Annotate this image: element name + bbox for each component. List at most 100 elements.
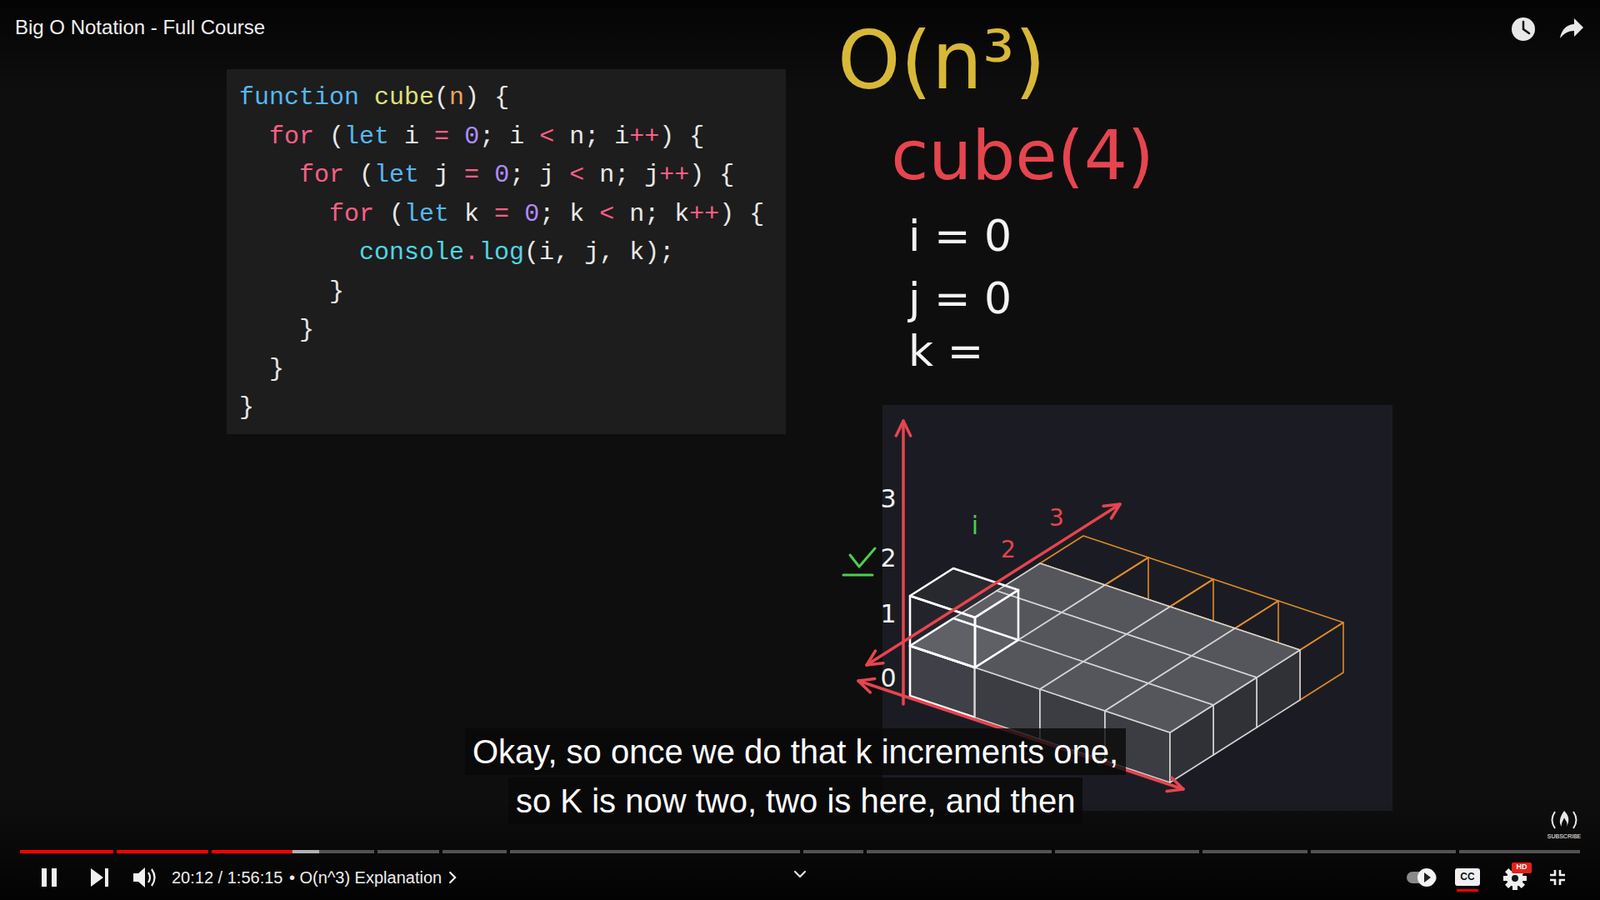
arrow-head — [858, 678, 875, 693]
arrow-head — [1166, 777, 1184, 792]
axis-number: 3 — [1049, 505, 1065, 532]
code-token: j — [434, 160, 450, 190]
code-token — [614, 238, 630, 267]
code-token: ( — [389, 200, 405, 229]
code-token — [449, 122, 465, 151]
code-token — [599, 122, 615, 151]
code-token: = — [464, 160, 480, 190]
progress-segment — [1202, 850, 1308, 854]
code-token: . — [464, 238, 480, 267]
code-token: n — [599, 160, 615, 190]
code-token: for — [299, 160, 345, 190]
cc-text: CC — [1460, 871, 1475, 883]
axis-number: 0 — [880, 664, 896, 692]
code-token: i — [509, 122, 525, 151]
next-icon-bar — [105, 868, 109, 887]
code-token: 0 — [494, 160, 510, 190]
progress-segment — [1459, 850, 1580, 854]
pause-icon — [41, 868, 47, 887]
code-token — [674, 122, 690, 151]
code-token — [359, 83, 375, 112]
code-token — [419, 160, 435, 190]
handwritten-note: O(n³) — [837, 17, 1046, 106]
code-token: ( — [524, 238, 540, 267]
axis-number: 1 — [880, 600, 896, 628]
code-token — [569, 238, 585, 267]
code-token — [554, 160, 570, 190]
cube-face — [1300, 622, 1344, 700]
code-token: } — [239, 393, 255, 422]
code-token — [374, 200, 390, 229]
code-token: } — [269, 355, 285, 384]
watch-later-hands — [1523, 21, 1530, 34]
next-icon — [90, 868, 104, 887]
code-token — [344, 160, 360, 190]
progress-segment — [116, 850, 209, 854]
progress-segment — [510, 850, 800, 854]
code-token: i — [539, 238, 555, 267]
subtitle-text: Okay, so once we do that k increments on… — [472, 730, 1119, 774]
code-token: } — [329, 277, 345, 306]
axis-line — [901, 420, 905, 705]
code-line: } — [239, 388, 255, 428]
code-token: k — [629, 238, 645, 267]
progress-segment — [211, 850, 375, 854]
progress-segment — [1055, 850, 1200, 854]
code-token: let — [344, 122, 390, 151]
code-token: n — [629, 200, 645, 229]
code-token: ( — [434, 83, 450, 112]
hd-badge — [1511, 862, 1532, 874]
code-token: cube — [374, 83, 435, 112]
code-token: k — [674, 200, 690, 229]
code-token: j — [584, 238, 600, 267]
code-token: ) — [659, 122, 675, 151]
code-token: ( — [329, 122, 345, 151]
gear-hole — [1511, 875, 1519, 882]
code-token: let — [404, 200, 450, 229]
share-icon — [1560, 18, 1584, 39]
code-token: k — [464, 200, 480, 229]
code-token: ; — [509, 160, 525, 190]
code-token: ; — [479, 122, 495, 151]
progress-segment — [377, 850, 440, 854]
progress-played — [20, 850, 114, 854]
axis-name: i — [971, 511, 979, 540]
fullscreen-corner — [1550, 870, 1555, 875]
progress-played — [116, 850, 209, 854]
code-token — [584, 200, 600, 229]
code-token: ; — [644, 200, 660, 229]
code-token — [524, 122, 540, 151]
code-token: ) — [644, 238, 660, 267]
handwritten-note: j = 0 — [908, 275, 1012, 323]
time-display: 20:12 / 1:56:15 — [171, 868, 283, 887]
code-token — [449, 160, 465, 190]
channel-watermark — [1552, 810, 1577, 829]
handwritten-note: k = — [908, 327, 984, 375]
code-token: 0 — [464, 122, 480, 151]
code-token — [659, 200, 675, 229]
code-token: { — [719, 160, 735, 190]
fullscreen-corner — [1560, 880, 1565, 885]
code-token: = — [434, 122, 450, 151]
code-token: ) — [464, 83, 480, 112]
code-token — [449, 200, 465, 229]
code-token: j — [644, 160, 660, 190]
code-token: ; — [614, 160, 630, 190]
code-token: { — [494, 83, 510, 112]
code-token: { — [749, 200, 765, 229]
code-token: ; — [584, 122, 600, 151]
code-token — [509, 200, 525, 229]
code-token: ++ — [629, 122, 660, 151]
progress-buffered — [116, 850, 209, 854]
code-token — [734, 200, 750, 229]
code-token — [479, 83, 495, 112]
code-line: for (let j = 0; j < n; j++) { — [299, 155, 735, 195]
chapter-chevron — [450, 872, 455, 883]
code-token — [584, 160, 600, 190]
check-mark — [850, 548, 875, 567]
code-token: ++ — [689, 200, 720, 229]
code-token — [524, 160, 540, 190]
code-token: < — [569, 160, 585, 190]
